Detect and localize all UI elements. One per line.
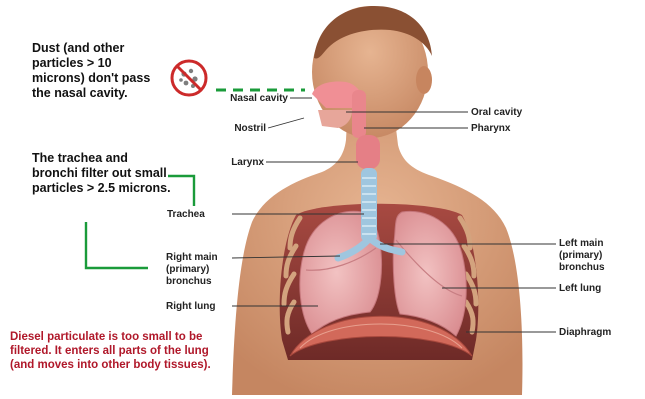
trachea-note: The trachea and bronchi filter out small…	[32, 151, 172, 196]
label-left-main-bronchus-1: Left main	[559, 238, 603, 250]
label-right-main-bronchus-3: bronchus	[166, 276, 212, 288]
label-trachea: Trachea	[167, 209, 205, 221]
label-pharynx: Pharynx	[471, 123, 510, 135]
larynx-shape	[356, 135, 380, 169]
label-diaphragm: Diaphragm	[559, 327, 611, 339]
trachea-callout-bracket	[86, 222, 148, 268]
label-right-main-bronchus-1: Right main	[166, 252, 218, 264]
label-oral-cavity: Oral cavity	[471, 107, 522, 119]
label-left-main-bronchus-2: (primary)	[559, 250, 602, 262]
label-left-lung: Left lung	[559, 283, 601, 295]
label-nostril: Nostril	[206, 123, 266, 135]
ear	[416, 66, 432, 94]
prohibition-icon	[172, 61, 206, 95]
pharynx-region	[352, 90, 366, 138]
label-larynx: Larynx	[206, 157, 264, 169]
diesel-note: Diesel particulate is too small to be fi…	[10, 330, 216, 372]
trachea-shape	[361, 168, 377, 242]
label-nasal-cavity: Nasal cavity	[206, 93, 288, 105]
label-right-main-bronchus-2: (primary)	[166, 264, 209, 276]
label-left-main-bronchus-3: bronchus	[559, 262, 605, 274]
label-right-lung: Right lung	[166, 301, 215, 313]
dust-note: Dust (and other particles > 10 microns) …	[32, 41, 152, 101]
